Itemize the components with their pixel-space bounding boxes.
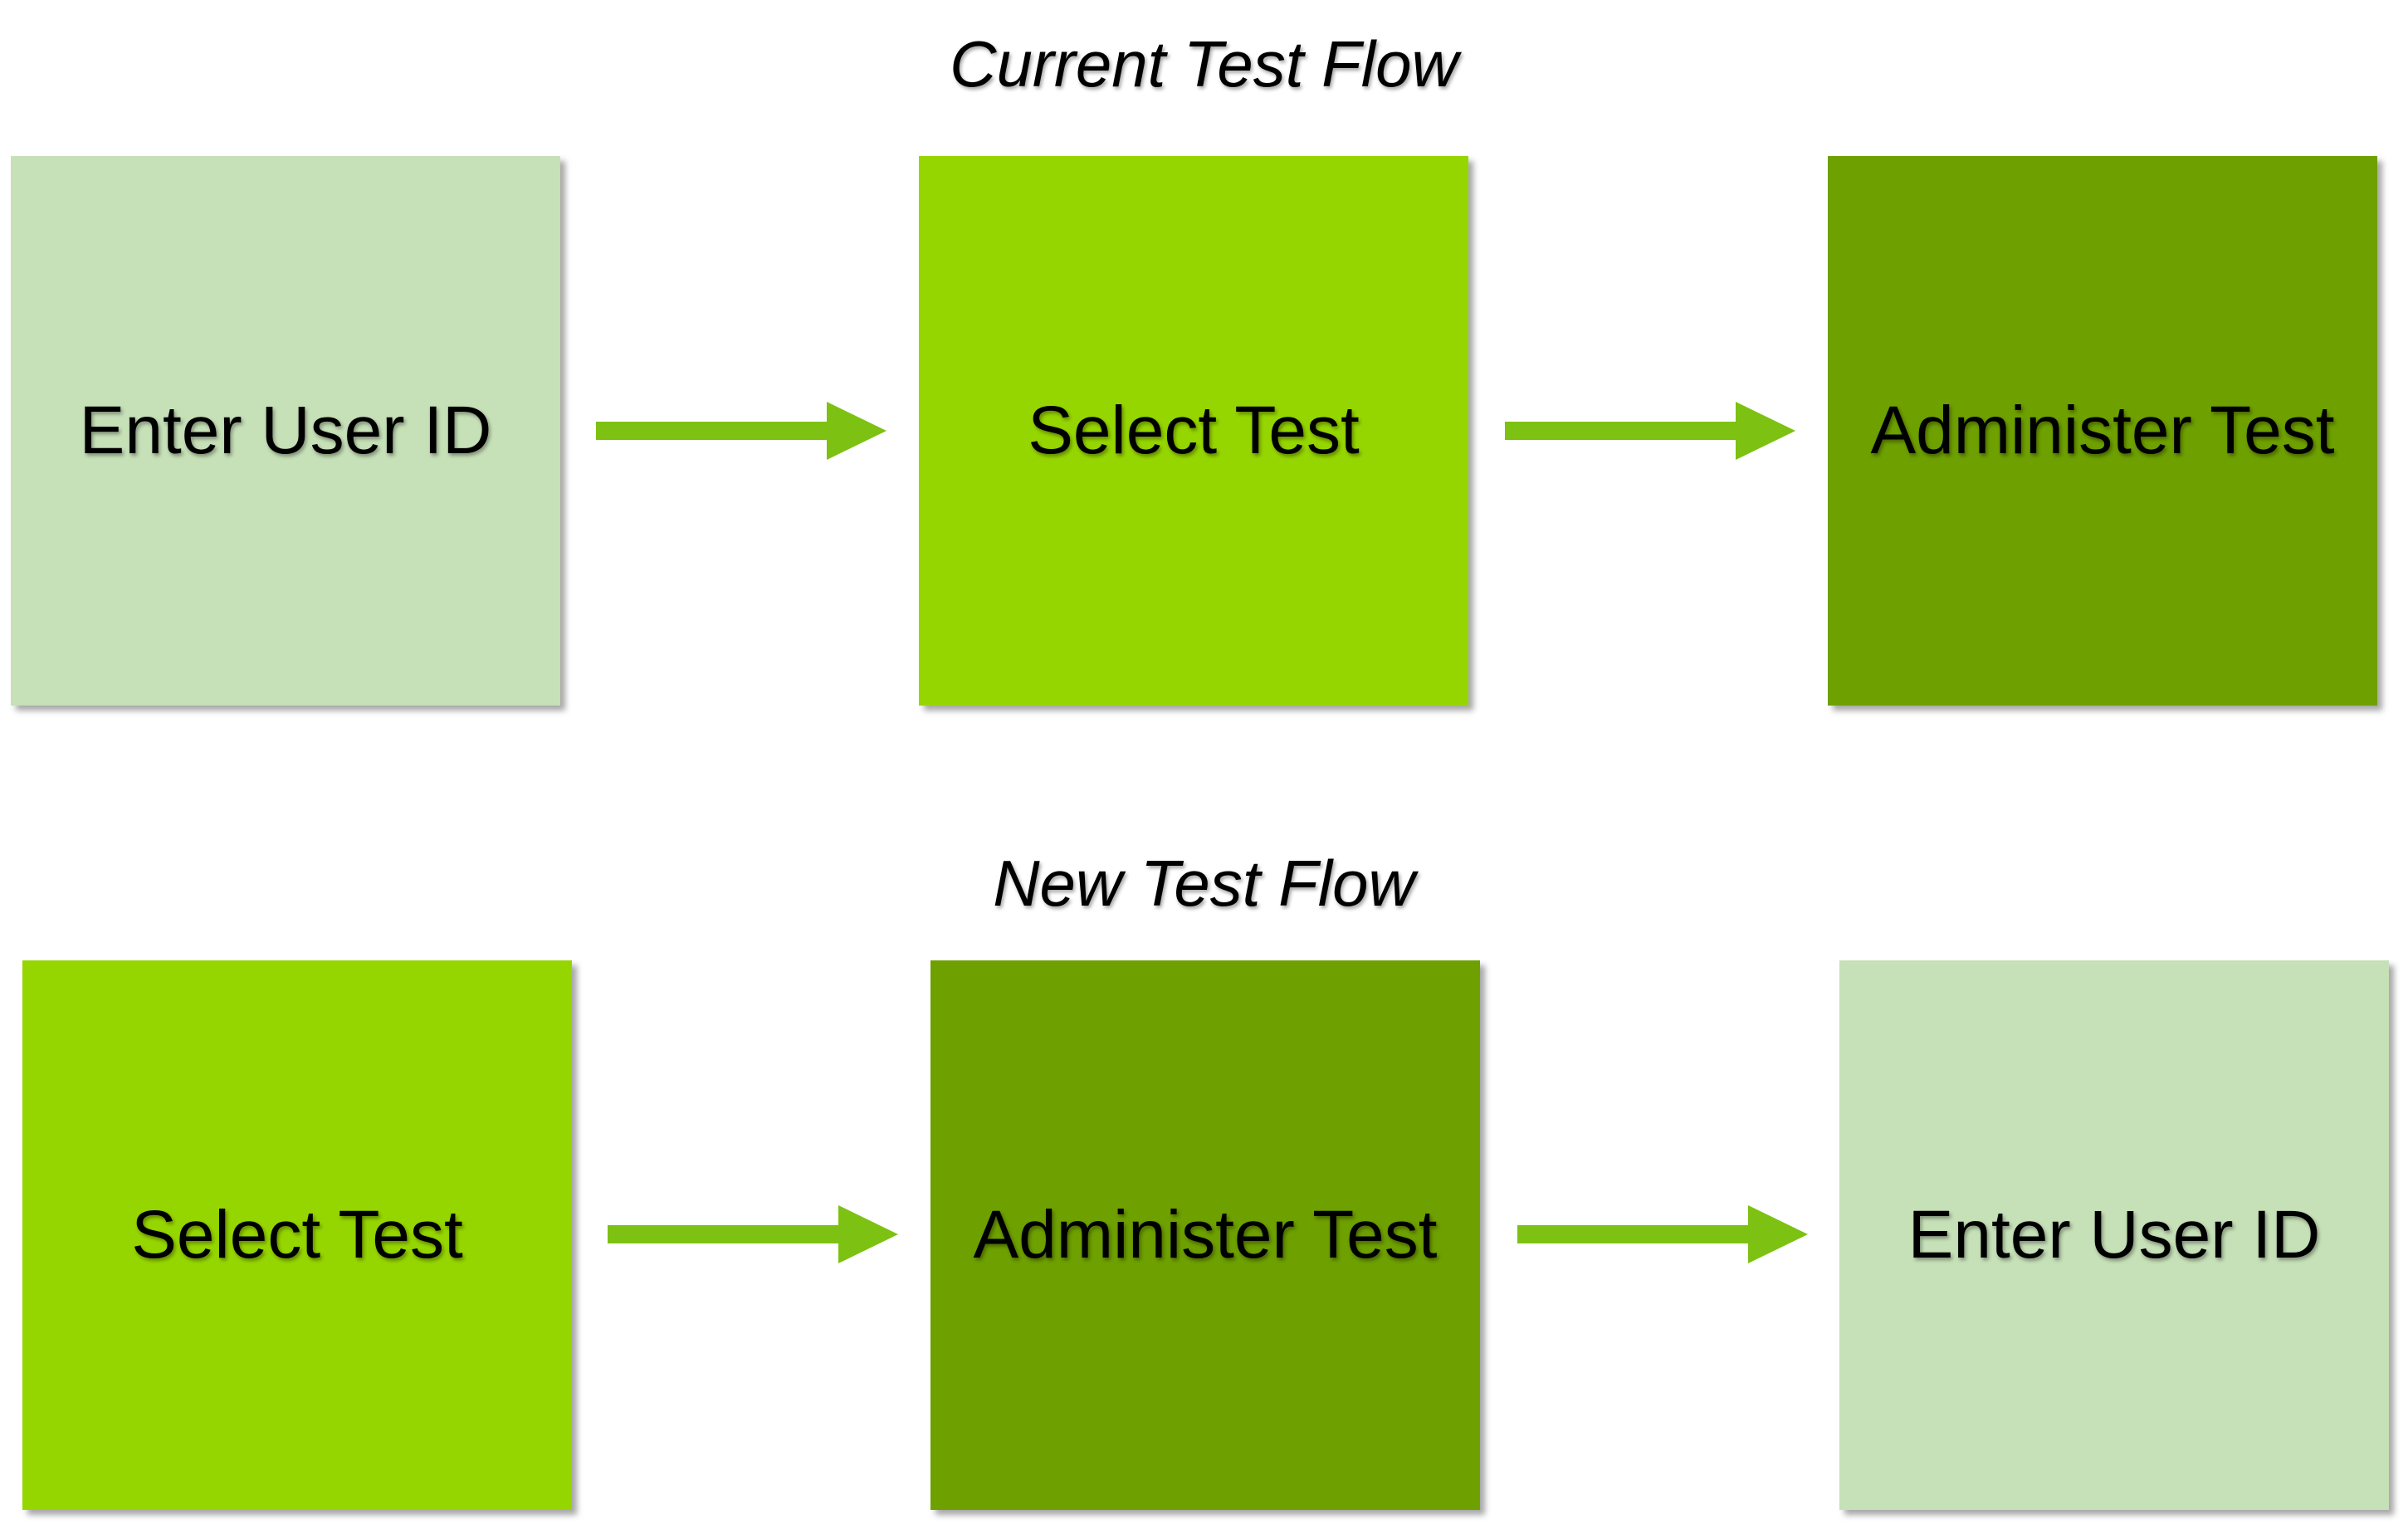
current-step-enter-user-id: Enter User ID [11, 156, 560, 706]
new-step-enter-user-id: Enter User ID [1839, 960, 2389, 1510]
arrow-right-icon [1517, 1205, 1808, 1263]
step-label: Administer Test [1870, 393, 2335, 468]
arrow-right-icon [596, 402, 887, 460]
new-flow-title: New Test Flow [993, 847, 1415, 920]
new-step-administer-test: Administer Test [930, 960, 1480, 1510]
step-label: Select Test [131, 1197, 463, 1273]
arrow-right-icon [608, 1205, 898, 1263]
step-label: Enter User ID [1907, 1197, 2321, 1273]
current-step-select-test: Select Test [919, 156, 1468, 706]
step-label: Enter User ID [79, 393, 492, 468]
step-label: Select Test [1028, 393, 1360, 468]
arrow-right-icon [1505, 402, 1795, 460]
current-step-administer-test: Administer Test [1828, 156, 2377, 706]
current-flow-title: Current Test Flow [950, 27, 1458, 100]
new-step-select-test: Select Test [22, 960, 572, 1510]
step-label: Administer Test [973, 1197, 1438, 1273]
